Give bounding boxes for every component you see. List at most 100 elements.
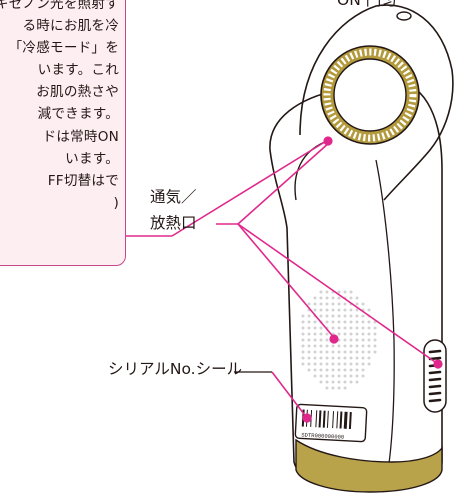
vent-dot bbox=[307, 350, 311, 354]
vent-dot bbox=[361, 314, 365, 318]
side-vent-panel bbox=[423, 339, 447, 413]
vent-dot bbox=[301, 350, 305, 354]
callout-note-text: キセノン光を照射す る時にお肌を冷 「冷感モード」を います。これ お肌の熱さや… bbox=[0, 0, 119, 214]
vent-dot bbox=[349, 308, 353, 312]
vent-dot bbox=[367, 308, 371, 312]
device-head bbox=[299, 4, 454, 201]
vent-dot bbox=[361, 350, 365, 354]
vent-dot bbox=[331, 308, 335, 312]
vent-dot bbox=[337, 374, 341, 378]
top-label: ON 円匀 bbox=[337, 0, 397, 9]
vent-dot bbox=[367, 320, 371, 324]
vent-dot bbox=[349, 332, 353, 336]
vent-dot bbox=[313, 368, 317, 372]
vent-dot bbox=[337, 344, 341, 348]
vent-dot bbox=[301, 320, 305, 324]
vent-dot bbox=[343, 380, 347, 384]
vent-dot bbox=[355, 320, 359, 324]
vent-dot bbox=[373, 326, 377, 330]
vent-dot bbox=[349, 362, 353, 366]
vent-dot bbox=[337, 368, 341, 372]
vent-dot bbox=[307, 356, 311, 360]
vent-dot bbox=[337, 380, 341, 384]
vent-dot bbox=[313, 332, 317, 336]
vent-dot bbox=[307, 332, 311, 336]
vent-slot bbox=[428, 398, 442, 403]
vent-dot bbox=[301, 356, 305, 360]
vent-dot bbox=[331, 320, 335, 324]
vent-dot bbox=[313, 362, 317, 366]
note-line: います。これ bbox=[37, 62, 119, 79]
gold-base bbox=[295, 438, 443, 493]
vent-dot bbox=[301, 338, 305, 342]
vent-dot bbox=[337, 362, 341, 366]
vent-dot bbox=[319, 350, 323, 354]
note-line: キセノン光を照射す bbox=[0, 0, 119, 12]
vent-dot bbox=[325, 386, 329, 390]
vent-slot bbox=[428, 349, 442, 354]
vent-dot bbox=[325, 314, 329, 318]
vent-dot bbox=[313, 338, 317, 342]
vent-dot bbox=[313, 350, 317, 354]
vent-dot bbox=[331, 362, 335, 366]
vent-dot bbox=[313, 302, 317, 306]
vent-dot bbox=[355, 380, 359, 384]
vent-dot bbox=[349, 290, 353, 294]
vent-dot bbox=[331, 296, 335, 300]
vent-dot bbox=[337, 326, 341, 330]
vent-dot bbox=[325, 350, 329, 354]
vent-dot bbox=[313, 308, 317, 312]
vent-dot bbox=[313, 344, 317, 348]
vent-dot bbox=[325, 380, 329, 384]
vent-dot bbox=[349, 314, 353, 318]
vent-dot bbox=[325, 308, 329, 312]
note-line: ドは常時ON bbox=[42, 128, 119, 145]
vent-dot bbox=[343, 356, 347, 360]
vent-dot bbox=[331, 314, 335, 318]
vent-dot bbox=[355, 344, 359, 348]
vent-dot bbox=[367, 344, 371, 348]
vent-dot bbox=[319, 308, 323, 312]
vent-dot bbox=[319, 332, 323, 336]
vent-dot bbox=[373, 338, 377, 342]
vent-dot bbox=[319, 362, 323, 366]
leader-lines bbox=[126, 139, 439, 419]
vent-dot bbox=[325, 332, 329, 336]
vent-label-line1: 通気／ bbox=[150, 188, 197, 206]
vent-dot bbox=[325, 302, 329, 306]
vent-slot bbox=[428, 370, 442, 375]
vent-dot bbox=[343, 338, 347, 342]
vent-dot bbox=[355, 338, 359, 342]
vent-dot bbox=[331, 350, 335, 354]
vent-dot bbox=[355, 356, 359, 360]
vent-dot bbox=[337, 302, 341, 306]
vent-dot bbox=[355, 332, 359, 336]
vent-dot bbox=[319, 326, 323, 330]
vent-dot bbox=[313, 374, 317, 378]
vent-dot bbox=[355, 374, 359, 378]
barcode-bar bbox=[343, 411, 348, 429]
serial-plate: SDTR000000000 bbox=[294, 403, 368, 443]
vent-dot bbox=[373, 350, 377, 354]
vent-dot bbox=[343, 326, 347, 330]
barcode-bar bbox=[315, 410, 318, 428]
vent-dot bbox=[355, 314, 359, 318]
vent-dot bbox=[331, 356, 335, 360]
vent-dot bbox=[313, 320, 317, 324]
vent-dot bbox=[307, 320, 311, 324]
vent-label-line2: 放熱口 bbox=[150, 214, 197, 232]
vent-dot bbox=[325, 290, 329, 294]
leader-dots bbox=[302, 136, 443, 423]
vent-dot bbox=[343, 320, 347, 324]
vent-dot bbox=[319, 338, 323, 342]
vent-dot bbox=[349, 296, 353, 300]
vent-dot bbox=[361, 356, 365, 360]
vent-dot bbox=[355, 308, 359, 312]
vent-dot bbox=[355, 362, 359, 366]
serial-label: シリアルNo.シール bbox=[108, 360, 243, 378]
vent-dot bbox=[373, 344, 377, 348]
vent-dot bbox=[361, 302, 365, 306]
note-line: います。 bbox=[65, 150, 119, 167]
vent-dot bbox=[307, 338, 311, 342]
